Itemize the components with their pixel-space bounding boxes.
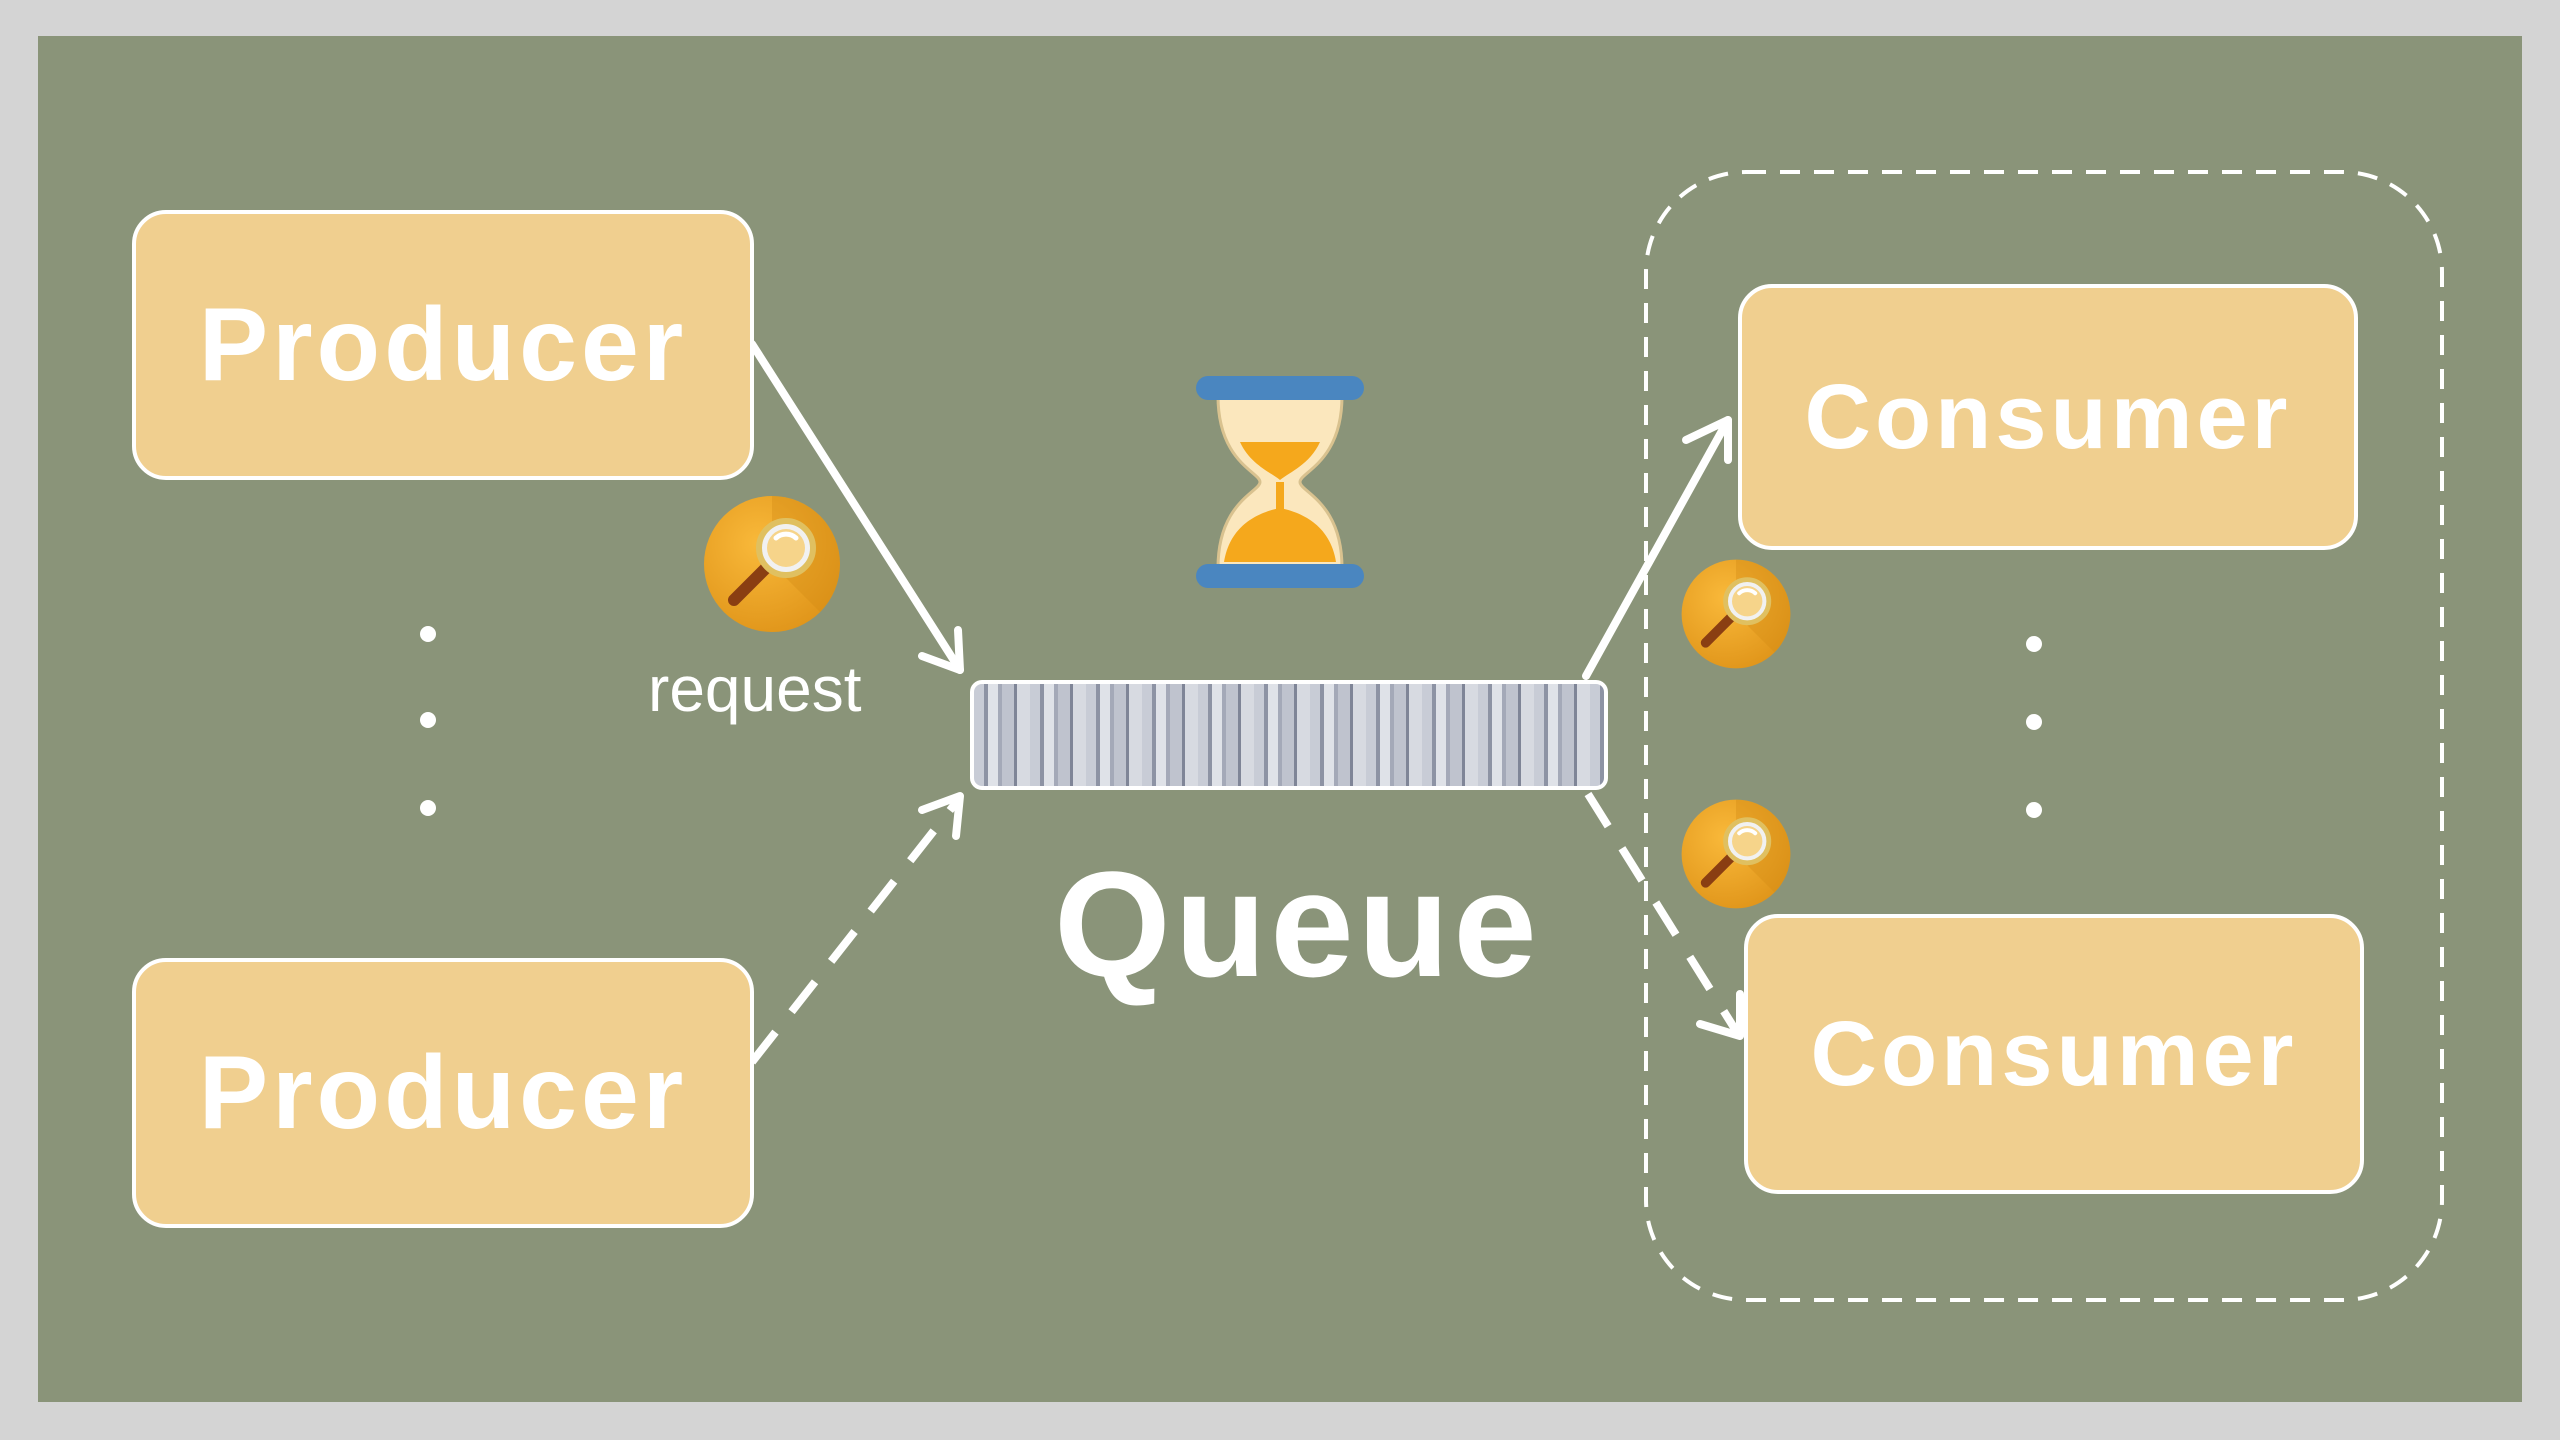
arrow-producer1-to-queue — [748, 340, 964, 674]
consumer-box[interactable]: Consumer — [1744, 914, 2364, 1194]
ellipsis-dot — [2026, 714, 2042, 730]
ellipsis-dot — [2026, 802, 2042, 818]
consumer-box[interactable]: Consumer — [1738, 284, 2358, 550]
ellipsis-dot — [2026, 636, 2042, 652]
request-label: request — [648, 653, 862, 725]
request-token-icon — [704, 496, 840, 632]
hourglass-icon — [1196, 376, 1364, 588]
consumer-label: Consumer — [1804, 365, 2292, 468]
queue-bar[interactable] — [970, 680, 1608, 790]
queue-label: Queue — [1054, 840, 1541, 1008]
arrow-producer2-to-queue — [748, 792, 964, 1065]
ellipsis-dot — [420, 712, 436, 728]
arrow-queue-to-consumer1 — [1582, 416, 1732, 680]
request-token-icon — [1682, 800, 1791, 909]
producer-box[interactable]: Producer — [132, 958, 754, 1228]
consumer-label: Consumer — [1810, 1002, 2298, 1105]
ellipsis-dot — [420, 800, 436, 816]
producer-box[interactable]: Producer — [132, 210, 754, 480]
request-token-icon — [1682, 560, 1791, 669]
producer-label: Producer — [198, 1034, 688, 1151]
ellipsis-dot — [420, 626, 436, 642]
producer-label: Producer — [198, 286, 688, 403]
arrow-queue-to-consumer2 — [1584, 791, 1744, 1040]
